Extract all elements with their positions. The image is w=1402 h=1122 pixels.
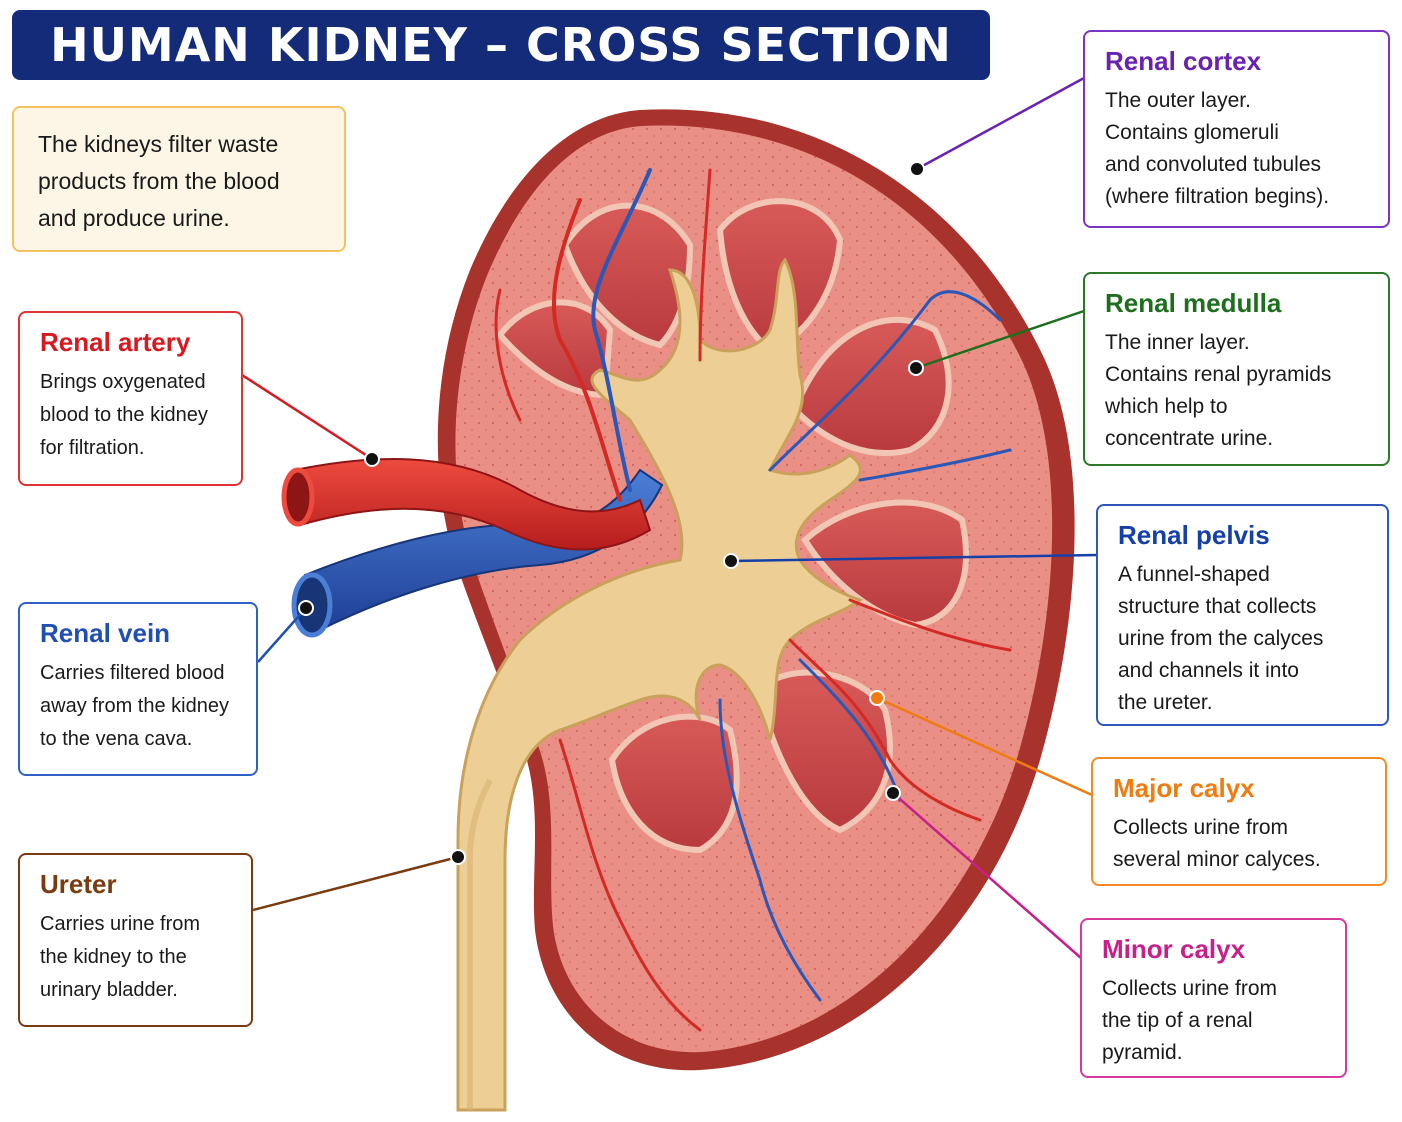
major-calyx-title: Major calyx [1113, 773, 1255, 803]
renal-medulla-text: The inner layer. Contains renal pyramids… [1105, 331, 1332, 450]
intro-text: The kidneys filter waste products from t… [38, 131, 280, 231]
renal-pelvis-marker [723, 553, 739, 569]
minor-calyx-leader [892, 792, 1082, 959]
ureter-text: Carries urine from the kidney to the uri… [40, 913, 201, 1001]
renal-vein-marker [298, 600, 314, 616]
renal-vein-title: Renal vein [40, 618, 171, 648]
renal-vein-label-box: Renal vein Carries filtered blood away f… [18, 602, 258, 776]
pyramid [801, 499, 969, 629]
pyramid [608, 713, 740, 854]
renal-medulla-label-box: Renal medulla The inner layer. Contains … [1083, 272, 1390, 466]
renal-artery-leader [241, 373, 373, 461]
renal-vein-leader [257, 607, 307, 663]
renal-cortex-title: Renal cortex [1105, 46, 1262, 76]
renal-vein-text: Carries filtered blood away from the kid… [40, 662, 229, 750]
renal-pelvis-leader [730, 553, 1098, 563]
renal-artery-marker [364, 451, 380, 467]
title-banner: HUMAN KIDNEY – CROSS SECTION [12, 10, 990, 80]
ureter-shading [467, 778, 493, 1110]
ureter-leader [252, 855, 459, 912]
ureter-marker [450, 849, 466, 865]
renal-cortex-text: The outer layer. Contains glomeruli and … [1105, 89, 1330, 208]
pyramid [791, 317, 952, 456]
renal-medulla-leader [915, 309, 1085, 370]
leader-dots [298, 161, 925, 865]
intro-box: The kidneys filter waste products from t… [12, 106, 346, 252]
renal-pelvis-label-box: Renal pelvis A funnel-shaped structure t… [1096, 504, 1389, 726]
minor-calyx-title: Minor calyx [1102, 934, 1246, 964]
minor-calyx-label-box: Minor calyx Collects urine from the tip … [1080, 918, 1347, 1078]
blood-vessel-network [494, 168, 1012, 1032]
pyramid [496, 299, 614, 399]
renal-cortex-label-box: Renal cortex The outer layer. Contains g… [1083, 30, 1390, 228]
renal-medulla-marker [908, 360, 924, 376]
minor-calyx-text: Collects urine from the tip of a renal p… [1102, 977, 1278, 1064]
ureter-label-box: Ureter Carries urine from the kidney to … [18, 853, 253, 1027]
renal-vein-vessel [303, 468, 664, 632]
ureter-title: Ureter [40, 869, 117, 899]
renal-artery-vessel [293, 457, 652, 551]
minor-calyx-marker [885, 785, 901, 801]
renal-artery-label-box: Renal artery Brings oxygenated blood to … [18, 311, 243, 486]
renal-cortex-leader [916, 76, 1085, 171]
renal-artery-title: Renal artery [40, 327, 191, 357]
leader-lines [241, 76, 1098, 959]
renal-pelvis-text: A funnel-shaped structure that collects … [1118, 563, 1324, 714]
major-calyx-leader [876, 696, 1093, 797]
major-calyx-text: Collects urine from several minor calyce… [1113, 816, 1321, 871]
major-calyx-label-box: Major calyx Collects urine from several … [1091, 757, 1387, 886]
renal-pelvis-title: Renal pelvis [1118, 520, 1270, 550]
renal-artery-text: Brings oxygenated blood to the kidney fo… [40, 371, 208, 459]
page-title: HUMAN KIDNEY – CROSS SECTION [50, 18, 952, 72]
major-calyx-marker [869, 690, 885, 706]
renal-cortex-marker [909, 161, 925, 177]
renal-medulla-pyramids [496, 198, 969, 854]
renal-medulla-title: Renal medulla [1105, 288, 1282, 318]
renal-pelvis-shape [456, 257, 864, 1112]
renal-artery-opening [281, 467, 315, 527]
